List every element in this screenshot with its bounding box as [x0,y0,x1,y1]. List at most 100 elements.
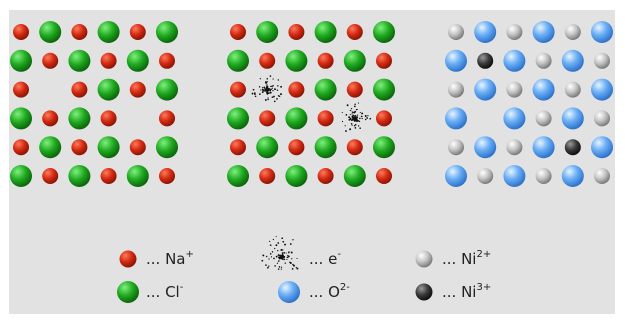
legend-cl-label: ... Cl [146,283,180,301]
electron-dot [266,85,268,88]
electron-dot [283,258,285,261]
electron-dot [359,117,361,120]
cl-ion [156,136,178,159]
electron-dot [277,85,279,87]
ni2-ion [448,139,464,156]
electron-dot [295,266,297,269]
legend-cl: ... Cl- [117,281,184,303]
electron-dot [259,78,262,80]
electron-cloud [261,236,299,270]
electron-dot [346,104,349,107]
electron-dot [251,92,254,95]
cl-ion [227,165,249,187]
legend-o-label: ... O [309,283,340,301]
o-ion [474,78,497,101]
electron-dot [289,243,292,245]
na-ion [42,52,59,69]
cl-ion [373,136,395,159]
electron-dot [361,117,363,120]
electron-dot [279,93,282,96]
electron-dot [366,117,368,119]
na-ion [317,110,334,127]
na-ion [129,139,146,156]
electron-dot [354,123,357,126]
electron-dot [286,258,288,260]
na-ion [159,168,175,184]
electron-core [279,254,285,260]
na-ion [230,24,246,40]
o-ion [561,107,584,130]
na-ion [376,168,392,184]
electron-dot [270,91,272,94]
svg-text:... O2-: ... O2- [309,282,350,301]
electron-dot [345,130,347,132]
na-ion [71,24,88,40]
electron-dot [267,92,269,94]
cl-ion [285,49,308,72]
electron-dot [267,97,269,99]
trapped-electron [341,102,372,132]
cl-ion [97,21,120,43]
electron-dot [278,95,281,98]
electron-dot [350,122,353,125]
electron-dot [287,255,290,258]
legend-e-charge: - [337,249,341,260]
na-ion [259,168,276,184]
electron-dot [263,86,266,89]
electron-dot [288,251,290,253]
ni2-ion [564,81,581,98]
electron-dot [266,91,268,94]
cl-ion [10,165,32,187]
electron-dot [274,247,276,250]
o-ion [532,21,555,43]
o-ion [445,49,467,72]
na-ion [376,110,392,127]
electron-dot [285,252,287,254]
na-ion [13,24,29,40]
cl-ion [126,165,149,187]
cl-ion [156,78,178,101]
electron-dot [262,254,265,257]
o-ion-legend-icon [278,281,300,303]
ni2-ion-legend-icon [415,250,433,268]
legend-ni2-label: ... Ni [442,250,476,268]
na-ion [317,168,334,184]
trapped-electron [251,75,283,103]
electron-dot [351,124,353,126]
electron-dot [271,96,274,99]
ni2-ion [477,168,494,184]
legend-ni3-label: ... Ni [442,283,476,301]
electron-dot [254,93,256,95]
cl-ion [285,107,308,130]
o-ion [532,78,555,101]
electron-dot [350,119,353,122]
electron-dot [284,262,287,264]
electron-dot [277,242,280,244]
electron-dot [277,79,280,81]
electron-dot [276,89,279,91]
ni2-ion [535,52,552,69]
electron-dot [353,125,356,127]
cl-ion [256,136,279,159]
cl-ion [343,49,366,72]
cl-ion [39,136,62,159]
electron-dot [351,111,353,113]
ni3-ion [564,139,581,156]
ni2-ion [535,110,552,127]
ni2-ion [506,81,523,98]
electron-dot [277,268,280,270]
ni2-ion [594,110,610,127]
electron-dot [357,102,360,104]
legend-ni2-charge: 2+ [476,249,491,260]
electron-dot [296,267,299,270]
electron-dot [280,266,283,268]
o-ion [445,165,467,187]
electron-dot [280,85,283,88]
cl-ion [314,78,337,101]
electron-dot [361,112,364,115]
electron-core [352,116,357,121]
cl-ion [373,21,395,43]
electron-dot [278,266,281,268]
na-ion [346,24,363,40]
cl-ion [227,49,249,72]
